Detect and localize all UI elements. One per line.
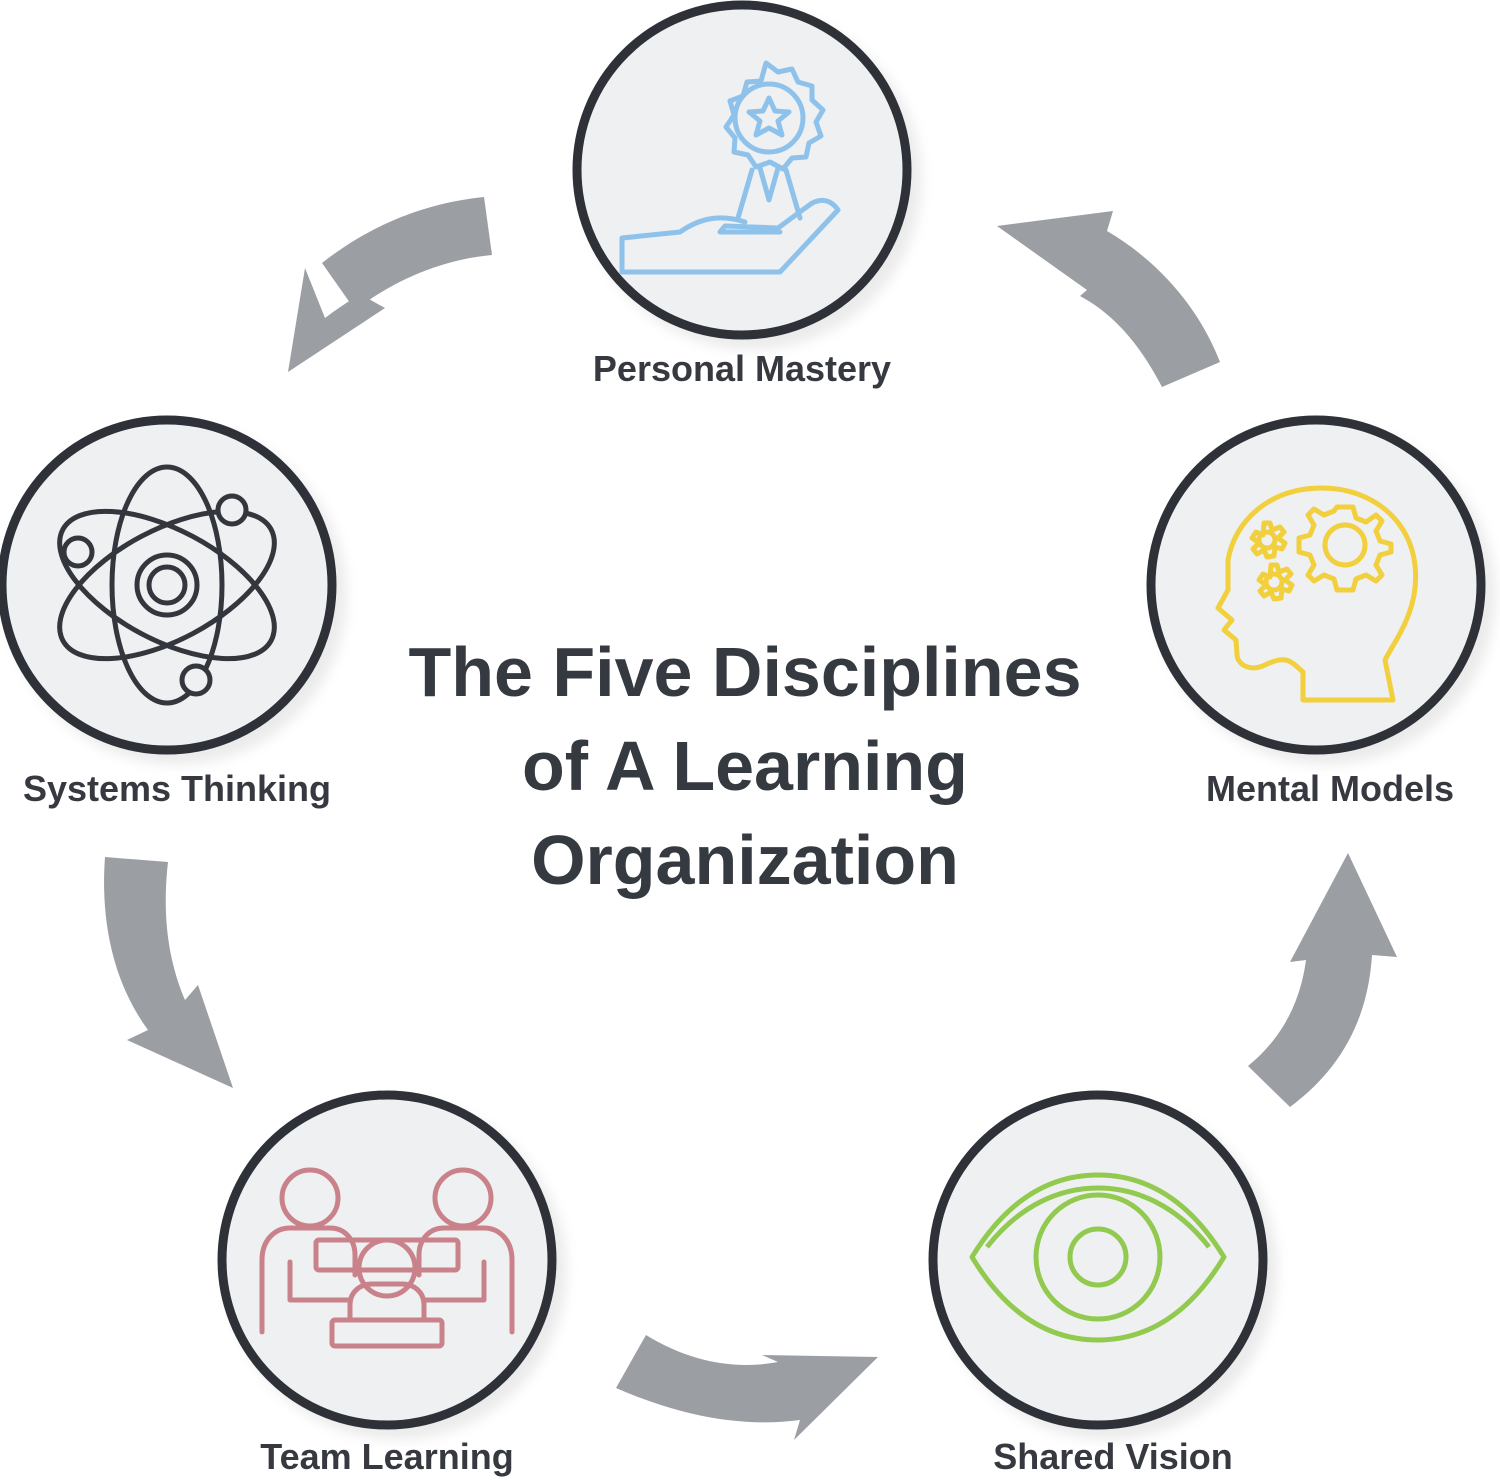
- cycle-arrow-3: [616, 1335, 878, 1440]
- cycle-arrow-4: [1248, 853, 1397, 1107]
- team-meeting-icon: [259, 1167, 515, 1349]
- title-line-2: of A Learning: [522, 727, 968, 805]
- label-team-learning: Team Learning: [260, 1436, 514, 1477]
- diagram-title: The Five Disciplines of A Learning Organ…: [345, 625, 1145, 907]
- atom-icon: [57, 464, 277, 706]
- label-mental-models: Mental Models: [1205, 768, 1455, 809]
- award-ribbon-in-hand-icon: [619, 60, 841, 275]
- node-shared-vision: [928, 1090, 1268, 1430]
- node-team-learning: [217, 1090, 557, 1430]
- node-mental-models: [1146, 415, 1486, 755]
- head-with-gears-icon: [1215, 485, 1419, 703]
- title-line-3: Organization: [531, 821, 959, 899]
- node-systems-thinking: [0, 415, 337, 755]
- cycle-arrow-5: [997, 211, 1220, 387]
- node-personal-mastery: [572, 0, 912, 340]
- label-personal-mastery: Personal Mastery: [592, 348, 892, 389]
- label-systems-thinking: Systems Thinking: [22, 768, 332, 809]
- eye-icon: [969, 1172, 1227, 1343]
- cycle-arrow-2: [104, 857, 233, 1088]
- label-shared-vision: Shared Vision: [993, 1436, 1233, 1477]
- title-line-1: The Five Disciplines: [408, 633, 1082, 711]
- cycle-arrow-1-body: [322, 197, 492, 310]
